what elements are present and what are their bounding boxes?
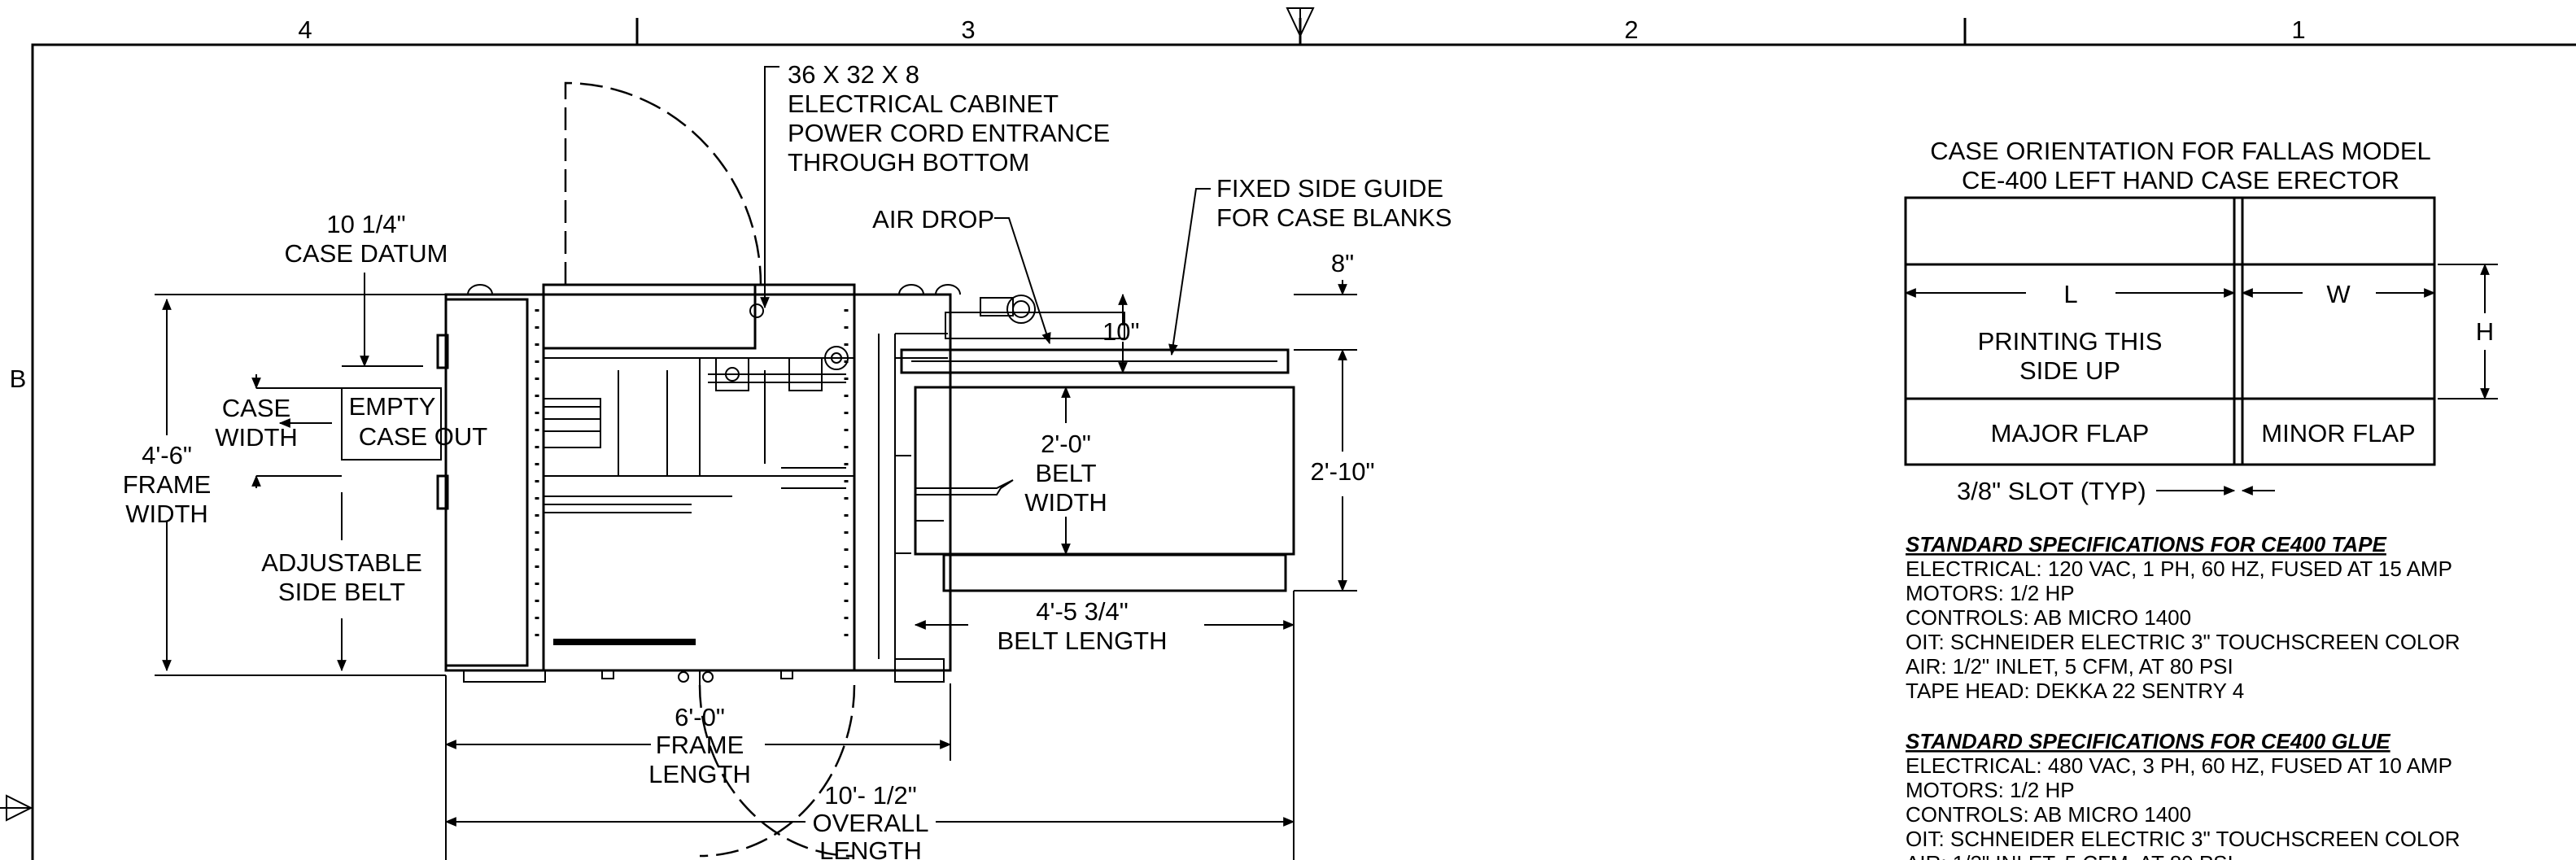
zone-label-2: 2: [1624, 15, 1638, 44]
belt-width-label-2: WIDTH: [1024, 488, 1107, 517]
slot-label: 3/8" SLOT (TYP): [1957, 477, 2146, 505]
major-flap-label: MAJOR FLAP: [1991, 419, 2150, 447]
dimension-8-in: 8": [1331, 249, 1354, 277]
printing-side-label-2: SIDE UP: [2019, 356, 2120, 385]
frame-length-label-1: FRAME: [656, 731, 744, 759]
width-label: W: [2326, 280, 2351, 308]
specs-glue-line: MOTORS: 1/2 HP: [1906, 778, 2075, 802]
cabinet-size-label: 36 X 32 X 8: [788, 60, 919, 89]
frame-length-value: 6'-0": [675, 703, 725, 731]
specs-glue-heading: STANDARD SPECIFICATIONS FOR CE400 GLUE: [1906, 729, 2390, 753]
specs-glue-block: STANDARD SPECIFICATIONS FOR CE400 GLUE E…: [1906, 729, 2460, 860]
height-label: H: [2476, 317, 2494, 346]
specs-tape-line: OIT: SCHNEIDER ELECTRIC 3" TOUCHSCREEN C…: [1906, 630, 2460, 654]
belt-width-label-1: BELT: [1035, 459, 1096, 487]
case-datum-label: CASE DATUM: [285, 239, 448, 268]
overall-length-label-2: LENGTH: [819, 836, 922, 860]
specs-glue-line: OIT: SCHNEIDER ELECTRIC 3" TOUCHSCREEN C…: [1906, 827, 2460, 851]
case-width-label-2: WIDTH: [215, 423, 298, 452]
specs-glue-line: CONTROLS: AB MICRO 1400: [1906, 802, 2191, 827]
belt-width-value: 2'-0": [1041, 430, 1091, 458]
side-guide-label-2: FOR CASE BLANKS: [1216, 203, 1452, 232]
specs-tape-line: CONTROLS: AB MICRO 1400: [1906, 605, 2191, 630]
frame-width-value: 4'-6": [142, 441, 192, 469]
empty-case-out-label-2: CASE OUT: [359, 422, 488, 451]
cabinet-type-label: ELECTRICAL CABINET: [788, 89, 1059, 118]
specs-tape-line: ELECTRICAL: 120 VAC, 1 PH, 60 HZ, FUSED …: [1906, 557, 2452, 581]
empty-case-out-label-1: EMPTY: [349, 392, 436, 421]
dimension-10-in: 10": [1102, 317, 1140, 346]
air-drop-label: AIR DROP: [872, 205, 994, 234]
orientation-title-1: CASE ORIENTATION FOR FALLAS MODEL: [1930, 137, 2431, 165]
minor-flap-label: MINOR FLAP: [2261, 419, 2415, 447]
machine-plan-view: [436, 81, 1295, 858]
specs-tape-block: STANDARD SPECIFICATIONS FOR CE400 TAPE E…: [1906, 532, 2460, 703]
case-datum-value: 10 1/4": [326, 210, 405, 238]
side-guide-label-1: FIXED SIDE GUIDE: [1216, 174, 1443, 203]
power-cord-label: POWER CORD ENTRANCE: [788, 119, 1110, 147]
specs-tape-heading: STANDARD SPECIFICATIONS FOR CE400 TAPE: [1906, 532, 2386, 557]
orientation-title-2: CE-400 LEFT HAND CASE ERECTOR: [1962, 166, 2399, 194]
length-label: L: [2063, 280, 2077, 308]
cabinet-callout: 36 X 32 X 8 ELECTRICAL CABINET POWER COR…: [788, 60, 1110, 177]
side-belt-label-2: SIDE BELT: [278, 578, 405, 606]
specs-tape-line: AIR: 1/2" INLET, 5 CFM, AT 80 PSI: [1906, 654, 2233, 679]
frame-width-label-1: FRAME: [123, 470, 212, 499]
overall-length-label-1: OVERALL: [812, 809, 928, 837]
overall-length-value: 10'- 1/2": [824, 781, 916, 810]
case-orientation-diagram: CASE ORIENTATION FOR FALLAS MODEL CE-400…: [1904, 137, 2498, 505]
zone-label-b: B: [10, 365, 27, 393]
dimension-2-10: 2'-10": [1311, 457, 1375, 486]
zone-label-3: 3: [961, 15, 975, 44]
side-belt-label-1: ADJUSTABLE: [261, 548, 422, 577]
frame-width-label-2: WIDTH: [125, 500, 208, 528]
belt-length-label: BELT LENGTH: [997, 626, 1167, 655]
specs-glue-line: ELECTRICAL: 480 VAC, 3 PH, 60 HZ, FUSED …: [1906, 753, 2452, 778]
centering-mark-top: [1286, 7, 1315, 38]
belt-length-value: 4'-5 3/4": [1036, 597, 1128, 626]
specs-tape-line: MOTORS: 1/2 HP: [1906, 581, 2075, 605]
specs-tape-line: TAPE HEAD: DEKKA 22 SENTRY 4: [1906, 679, 2244, 703]
zone-label-1: 1: [2291, 15, 2305, 44]
zone-label-4: 4: [298, 15, 312, 44]
specs-glue-line: AIR: 1/2" INLET, 5 CFM, AT 80 PSI: [1906, 851, 2233, 860]
dimension-lines: [155, 66, 1357, 860]
printing-side-label-1: PRINTING THIS: [1978, 327, 2163, 356]
through-bottom-label: THROUGH BOTTOM: [788, 148, 1029, 177]
case-width-label-1: CASE: [222, 394, 290, 422]
frame-length-label-2: LENGTH: [648, 760, 751, 788]
